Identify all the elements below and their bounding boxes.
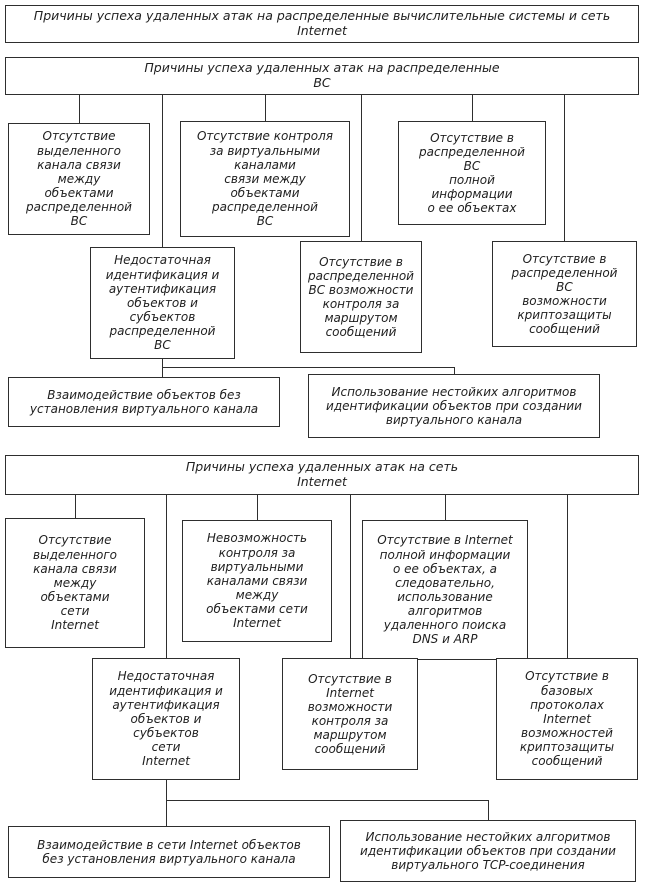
box-main-title: Причины успеха удаленных атак на распред… <box>5 5 639 43</box>
box-vs-no-virtual-channel-control: Отсутствие контроля за виртуальными кана… <box>180 121 350 237</box>
box-inet-weak-identification: Недостаточная идентификация и аутентифик… <box>92 658 240 780</box>
box-vs-weak-identification: Недостаточная идентификация и аутентифик… <box>90 247 235 359</box>
box-vs-no-crypto-protection: Отсутствие в распределенной ВС возможнос… <box>492 241 637 347</box>
box-vs-no-route-control: Отсутствие в распределенной ВС возможнос… <box>300 241 422 353</box>
box-inet-no-dedicated-channel: Отсутствие выделенного канала связи межд… <box>5 518 145 648</box>
box-inet-interaction-without-virtual-channel: Взаимодействие в сети Internet объектов … <box>8 826 330 878</box>
box-inet-no-route-control: Отсутствие в Internet возможности контро… <box>282 658 418 770</box>
box-inet-weak-identification-algorithms: Использование нестойких алгоритмов идент… <box>340 820 636 882</box>
box-inet-no-virtual-channel-control: Невозможность контроля за виртуальными к… <box>182 520 332 642</box>
box-inet-no-crypto-protection: Отсутствие в базовых протоколах Internet… <box>496 658 638 780</box>
box-inet-title: Причины успеха удаленных атак на сеть In… <box>5 455 639 495</box>
box-vs-no-dedicated-channel: Отсутствие выделенного канала связи межд… <box>8 123 150 235</box>
box-vs-no-full-info: Отсутствие в распределенной ВС полной ин… <box>398 121 546 225</box>
box-vs-weak-identification-algorithms: Использование нестойких алгоритмов идент… <box>308 374 600 438</box>
box-vs-interaction-without-virtual-channel: Взаимодействие объектов без установления… <box>8 377 280 427</box>
box-inet-no-full-info: Отсутствие в Internet полной информации … <box>362 520 528 660</box>
box-vs-title: Причины успеха удаленных атак на распред… <box>5 57 639 95</box>
